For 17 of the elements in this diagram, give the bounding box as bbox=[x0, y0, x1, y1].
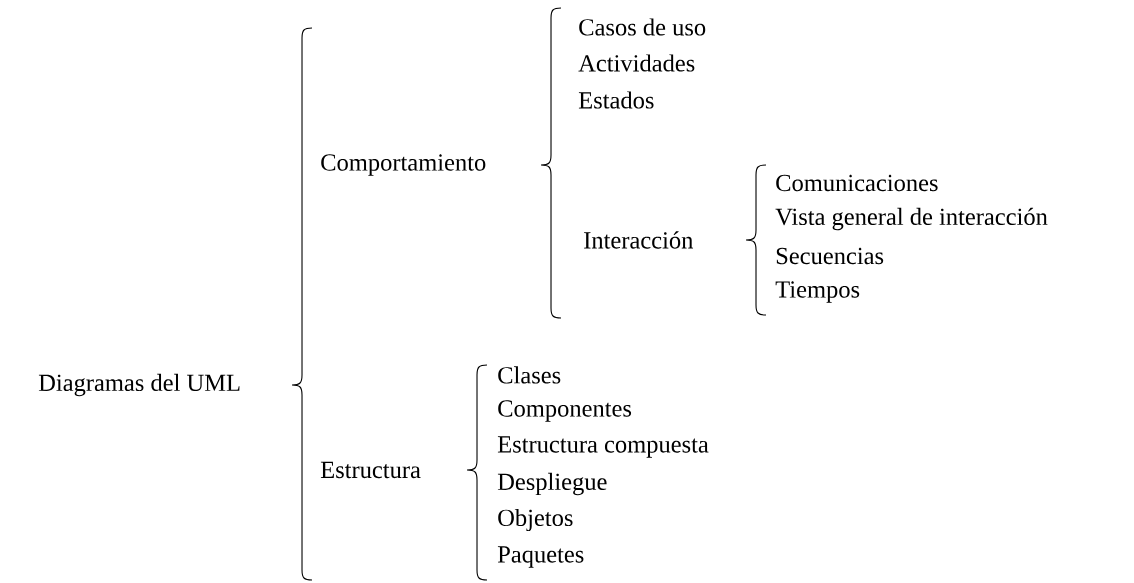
node-label: Estructura bbox=[320, 461, 421, 479]
node-label: Paquetes bbox=[497, 546, 584, 568]
node-label: Estructura compuesta bbox=[497, 436, 709, 458]
node-label: Tiempos bbox=[775, 281, 860, 303]
node-label: Diagramas del UML bbox=[38, 373, 240, 397]
node-label: Objetos bbox=[498, 508, 573, 532]
node-label: Comunicaciones bbox=[776, 174, 938, 192]
node-label: Casos de uso bbox=[579, 18, 706, 36]
node-label: Interacción bbox=[584, 231, 694, 249]
node-label: Clases bbox=[498, 366, 561, 384]
node-label: Actividades bbox=[578, 54, 695, 72]
node-label: Comportamiento bbox=[321, 154, 486, 176]
node-label: Despliegue bbox=[497, 472, 607, 496]
node-label: Vista general de interacción bbox=[775, 207, 1048, 231]
node-label: Estados bbox=[578, 91, 654, 109]
node-label: Componentes bbox=[498, 400, 632, 422]
node-label: Secuencias bbox=[776, 247, 884, 265]
